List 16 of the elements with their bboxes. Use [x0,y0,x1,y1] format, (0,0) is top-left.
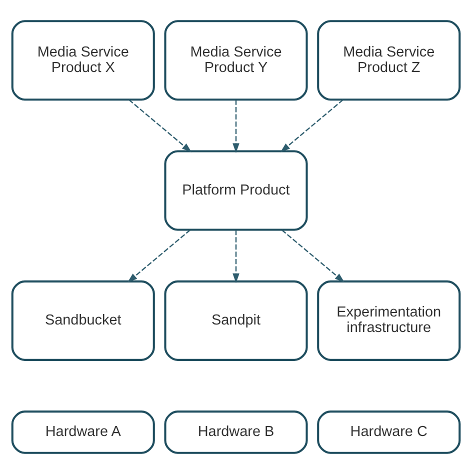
node-box: Sandbucket [11,280,155,360]
node-box: Hardware C [317,410,461,454]
node-box: Media Service Product Y [164,20,308,100]
node-box: Hardware B [164,410,308,454]
arrow [232,99,240,152]
node-box: Sandpit [164,280,308,360]
node-box: Platform Product [164,150,308,230]
arrow [280,98,344,152]
arrow [128,98,192,152]
node-box: Experimentation infrastructure [317,280,461,360]
arrow [281,229,344,282]
node-box: Media Service Product X [11,20,155,100]
arrow [232,229,240,283]
node-box: Hardware A [11,410,155,454]
node-box: Media Service Product Z [317,20,461,100]
arrow [128,229,191,282]
